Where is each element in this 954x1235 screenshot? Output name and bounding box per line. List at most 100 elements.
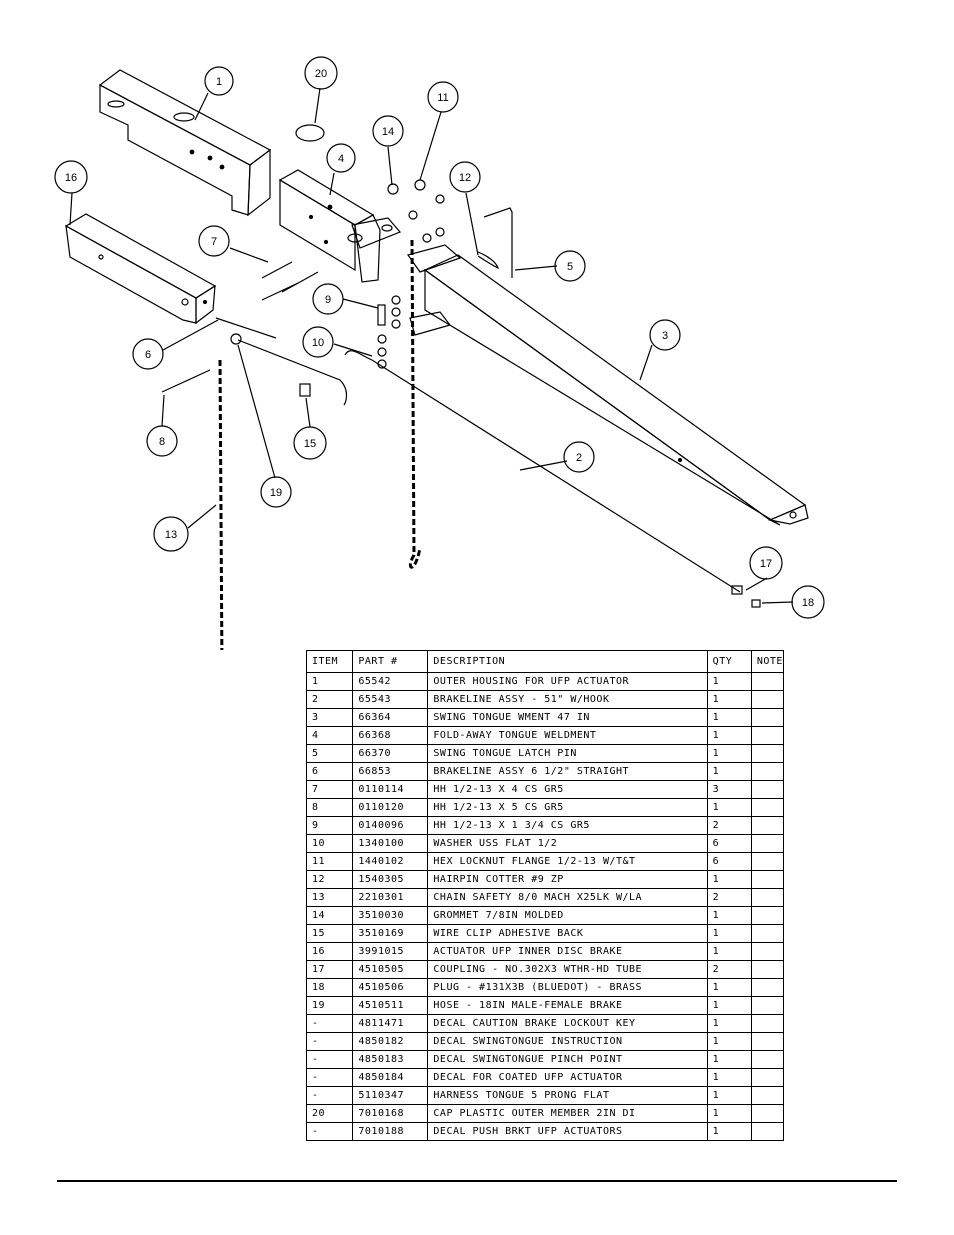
note-cell: [750, 762, 785, 781]
item-cell: -: [305, 1032, 354, 1051]
part-number-cell: 4510505: [352, 960, 429, 979]
item-cell: 12: [305, 870, 354, 889]
item-cell: 20: [305, 1104, 354, 1123]
qty-cell: 1: [706, 1104, 752, 1123]
actuator-inner-part: [64, 213, 217, 325]
part-number-cell: 3510030: [352, 906, 429, 925]
qty-cell: 6: [706, 834, 752, 853]
part-number-cell: 0140096: [352, 816, 429, 835]
plastic-cap-part: [295, 124, 325, 142]
description-cell: DECAL CAUTION BRAKE LOCKOUT KEY: [427, 1014, 708, 1033]
callout-label: 1: [216, 76, 222, 88]
callout-label: 7: [211, 236, 217, 248]
item-cell: 7: [305, 780, 354, 799]
qty-cell: 1: [706, 672, 752, 691]
part-number-cell: 0110114: [352, 780, 429, 799]
item-cell: -: [305, 1014, 354, 1033]
callout-label: 5: [567, 261, 573, 273]
item-cell: 8: [305, 798, 354, 817]
callout-label: 15: [304, 438, 316, 450]
note-cell: [750, 798, 785, 817]
note-cell: [750, 834, 785, 853]
note-cell: [750, 1032, 785, 1051]
note-cell: [750, 852, 785, 871]
header-part-number: PART #: [352, 650, 429, 673]
note-cell: [750, 1086, 785, 1105]
description-cell: COUPLING - NO.302X3 WTHR-HD TUBE: [427, 960, 708, 979]
header-description: DESCRIPTION: [427, 650, 708, 673]
note-cell: [750, 996, 785, 1015]
part-number-cell: 66368: [352, 726, 429, 745]
callout-label: 9: [325, 294, 331, 306]
description-cell: CHAIN SAFETY 8/0 MACH X25LK W/LA: [427, 888, 708, 907]
description-cell: BRAKELINE ASSY - 51" W/HOOK: [427, 690, 708, 709]
qty-cell: 1: [706, 1068, 752, 1087]
part-number-cell: 3991015: [352, 942, 429, 961]
callout-label: 20: [315, 68, 327, 80]
note-cell: [750, 708, 785, 727]
callout-label: 10: [312, 337, 324, 349]
bottom-rule: [57, 1180, 897, 1182]
description-cell: PLUG - #131X3B (BLUEDOT) - BRASS: [427, 978, 708, 997]
callout-label: 12: [459, 172, 471, 184]
part-number-cell: 1340100: [352, 834, 429, 853]
item-cell: 3: [305, 708, 354, 727]
callout-label: 18: [802, 597, 814, 609]
part-number-cell: 65543: [352, 690, 429, 709]
note-cell: [750, 690, 785, 709]
description-cell: WASHER USS FLAT 1/2: [427, 834, 708, 853]
note-cell: [750, 942, 785, 961]
header-item: ITEM: [305, 650, 354, 673]
qty-cell: 1: [706, 1032, 752, 1051]
qty-cell: 1: [706, 996, 752, 1015]
item-cell: 6: [305, 762, 354, 781]
swing-tongue-part: [407, 244, 809, 526]
description-cell: ACTUATOR UFP INNER DISC BRAKE: [427, 942, 708, 961]
qty-cell: 1: [706, 870, 752, 889]
latch-pin-part: [483, 207, 513, 278]
part-number-cell: 1540305: [352, 870, 429, 889]
qty-cell: 1: [706, 726, 752, 745]
hairpin-cotter-part: [477, 251, 500, 270]
description-cell: WIRE CLIP ADHESIVE BACK: [427, 924, 708, 943]
qty-cell: 1: [706, 762, 752, 781]
part-number-cell: 4850184: [352, 1068, 429, 1087]
description-cell: DECAL FOR COATED UFP ACTUATOR: [427, 1068, 708, 1087]
note-cell: [750, 906, 785, 925]
item-cell: 16: [305, 942, 354, 961]
note-cell: [750, 1050, 785, 1069]
part-number-cell: 4811471: [352, 1014, 429, 1033]
callouts: [54, 56, 825, 619]
description-cell: HAIRPIN COTTER #9 ZP: [427, 870, 708, 889]
qty-cell: 1: [706, 906, 752, 925]
qty-cell: 1: [706, 1014, 752, 1033]
callout-label: 8: [159, 436, 165, 448]
part-number-cell: 5110347: [352, 1086, 429, 1105]
item-cell: 13: [305, 888, 354, 907]
item-cell: 15: [305, 924, 354, 943]
description-cell: SWING TONGUE LATCH PIN: [427, 744, 708, 763]
part-number-cell: 4510506: [352, 978, 429, 997]
callout-label: 2: [576, 452, 582, 464]
note-cell: [750, 888, 785, 907]
header-qty: QTY: [706, 650, 752, 673]
item-cell: -: [305, 1068, 354, 1087]
item-cell: 18: [305, 978, 354, 997]
qty-cell: 1: [706, 744, 752, 763]
item-cell: -: [305, 1122, 354, 1141]
qty-cell: 1: [706, 942, 752, 961]
